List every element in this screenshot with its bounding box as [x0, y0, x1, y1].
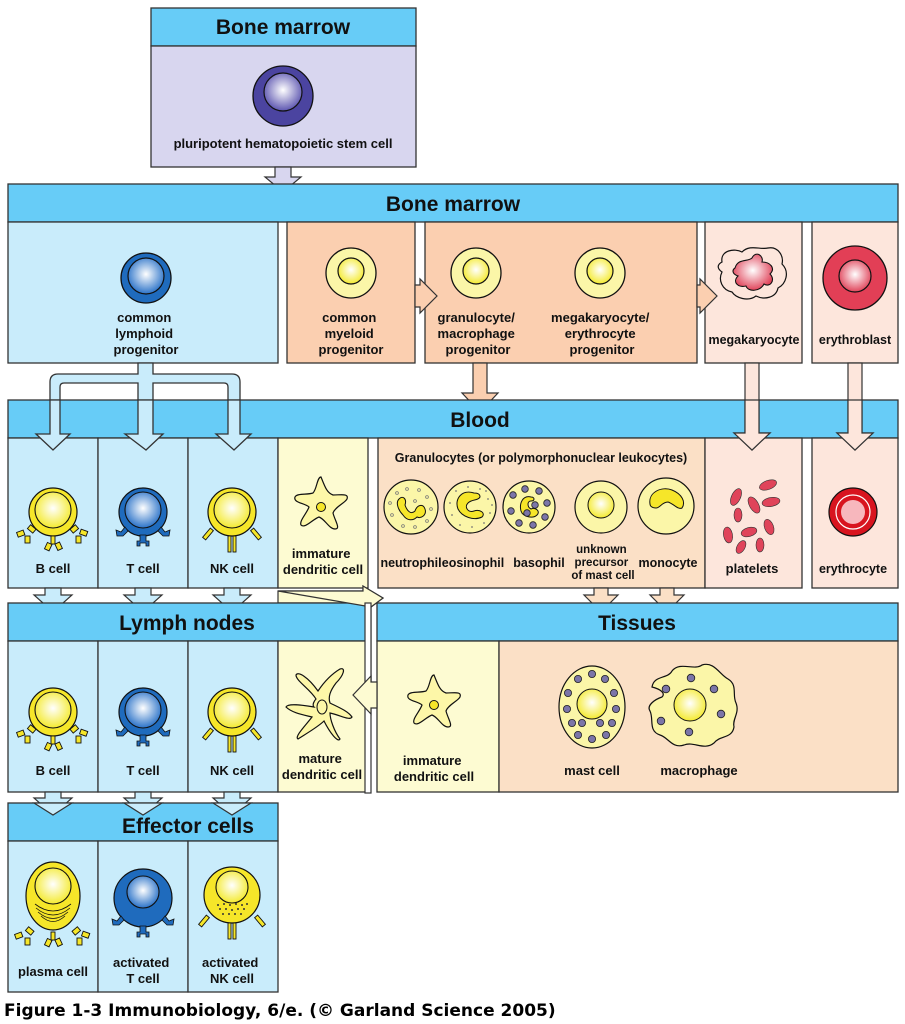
- tissue-immature-dc-label: immature dendritic cell: [394, 753, 474, 784]
- platelets-icon: [723, 479, 781, 554]
- mature-dc-label: mature dendritic cell: [282, 751, 362, 782]
- lymph-t-cell-label: T cell: [126, 763, 159, 778]
- myeloid-progenitor-label: common myeloid progenitor: [319, 310, 384, 357]
- monocyte-label: monocyte: [638, 556, 697, 570]
- blood-t-cell-label: T cell: [126, 561, 159, 576]
- erythrocyte-icon: [828, 487, 878, 537]
- lymphoid-progenitor-label: common lymphoid progenitor: [114, 310, 179, 357]
- activated-t-cell-label: activated T cell: [113, 955, 173, 986]
- plasma-cell-icon: [13, 861, 91, 948]
- basophil-label: basophil: [513, 556, 564, 570]
- activated-nk-cell-icon: [197, 866, 267, 940]
- tissues-section: Tissues immature dendritic cell mast cel…: [376, 602, 899, 793]
- effector-section: Effector cells plasma cell: [7, 802, 279, 993]
- tissue-immature-dc-icon: [407, 674, 461, 728]
- erythroblast-label: erythroblast: [819, 333, 892, 347]
- tissues-header: Tissues: [598, 612, 676, 635]
- eosinophil-icon: [443, 480, 497, 534]
- macrophage-label: macrophage: [660, 763, 737, 778]
- marrow-header: Bone marrow: [386, 193, 521, 216]
- mature-dc-icon: [285, 668, 353, 741]
- mast-cell-icon: [558, 665, 626, 749]
- activated-nk-cell-label: activated NK cell: [202, 955, 262, 986]
- me-progenitor-label: megakaryocyte/ erythrocyte progenitor: [551, 310, 653, 357]
- monocyte-icon: [637, 477, 695, 535]
- blood-header: Blood: [450, 409, 509, 432]
- platelets-label: platelets: [726, 561, 779, 576]
- lymph-b-cell-icon: [15, 687, 89, 752]
- bone-marrow-section: Bone marrow common lymphoid progenitor c…: [7, 183, 899, 364]
- blood-nk-cell-icon: [201, 487, 263, 553]
- lymph-b-cell-label: B cell: [36, 763, 71, 778]
- blood-immature-dc-icon: [294, 476, 348, 530]
- platelets-panel: [704, 437, 803, 589]
- activated-t-cell-icon: [111, 868, 175, 938]
- lymph-header: Lymph nodes: [119, 612, 255, 635]
- eosinophil-label: eosinophil: [442, 556, 505, 570]
- myeloid-progenitor-icon: [325, 247, 377, 299]
- gm-progenitor-label: granulocyte/ macrophage progenitor: [438, 310, 519, 357]
- lymph-nk-cell-icon: [201, 687, 263, 753]
- lymph-t-cell-icon: [115, 687, 171, 747]
- plasma-cell-label: plasma cell: [18, 964, 88, 979]
- lymph-nk-cell-label: NK cell: [210, 763, 254, 778]
- mast-precursor-label: unknown precursor of mast cell: [571, 544, 634, 582]
- blood-immature-dc-label: immature dendritic cell: [283, 546, 363, 577]
- erythroblast-icon: [822, 245, 888, 311]
- stem-cell-label: pluripotent hematopoietic stem cell: [174, 136, 393, 151]
- blood-b-cell-label: B cell: [36, 561, 71, 576]
- figure-caption: Figure 1-3 Immunobiology, 6/e. (© Garlan…: [4, 1001, 556, 1021]
- me-progenitor-icon: [574, 247, 626, 299]
- lymph-header-bar: [7, 602, 368, 642]
- basophil-icon: [502, 480, 556, 534]
- lymphoid-progenitor-icon: [120, 252, 172, 304]
- effector-header: Effector cells: [122, 815, 254, 838]
- dc-migration-arrows: [277, 584, 385, 794]
- megakaryocyte-icon: [717, 247, 787, 300]
- marrow-header-bar: [7, 183, 899, 223]
- arrow-to-megakaryocyte: [696, 277, 718, 315]
- blood-entry-arrowheads: [34, 399, 253, 451]
- blood-b-cell-icon: [15, 487, 89, 552]
- granulocytes-title: Granulocytes (or polymorphonuclear leuko…: [395, 451, 687, 465]
- megakaryocyte-label: megakaryocyte: [708, 333, 799, 347]
- blood-section: Blood B cell: [7, 362, 899, 589]
- mast-precursor-icon: [574, 480, 628, 534]
- mast-cell-label: mast cell: [564, 763, 620, 778]
- stem-cell-section: Bone marrow pluripotent hematopoietic st…: [150, 7, 417, 168]
- lymph-nodes-section: Lymph nodes B cell T cell: [7, 602, 368, 793]
- neutrophil-label: neutrophil: [380, 556, 441, 570]
- erythrocyte-label: erythrocyte: [819, 562, 887, 576]
- blood-entry-arrowheads-peach: [732, 399, 875, 451]
- stem-header: Bone marrow: [216, 16, 351, 39]
- stem-header-bar: [150, 7, 417, 47]
- macrophage-icon: [648, 663, 738, 747]
- tissues-header-bar: [376, 602, 899, 642]
- stem-cell-icon: [252, 65, 314, 127]
- neutrophil-icon: [383, 479, 439, 535]
- blood-t-cell-icon: [115, 487, 171, 547]
- blood-nk-cell-label: NK cell: [210, 561, 254, 576]
- gm-progenitor-icon: [450, 247, 502, 299]
- arrow-myeloid-to-gm: [414, 277, 438, 315]
